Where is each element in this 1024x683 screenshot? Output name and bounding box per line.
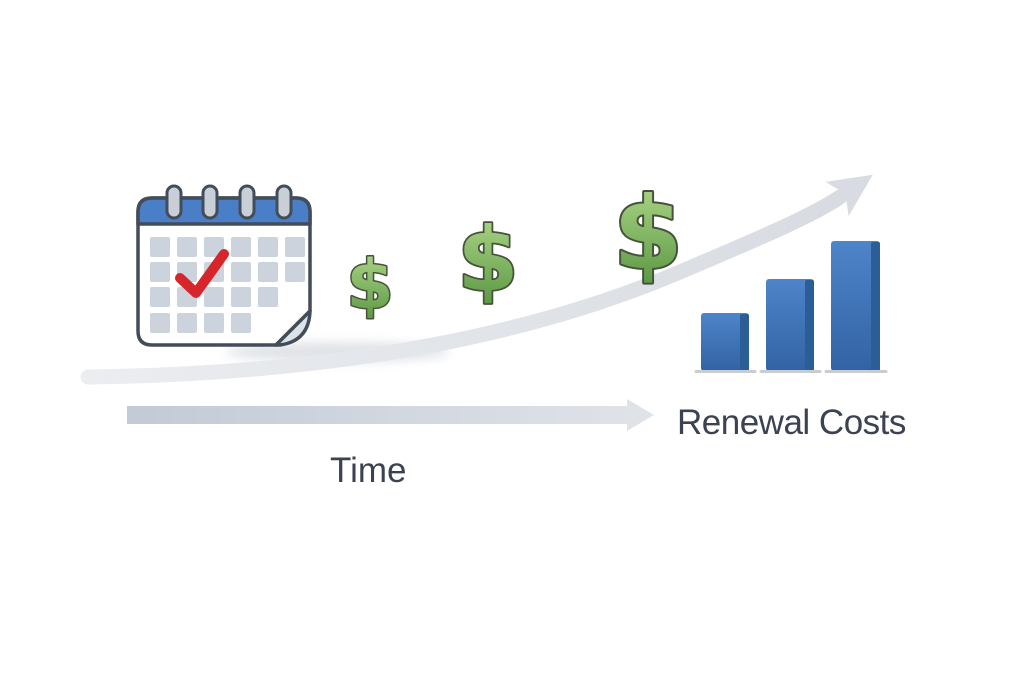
bar bbox=[766, 279, 814, 371]
bar bbox=[831, 241, 880, 371]
calendar-check-icon bbox=[136, 184, 312, 347]
bar-chart-icon bbox=[694, 241, 888, 373]
dollar-sign-medium-icon: $ bbox=[457, 208, 518, 311]
calendar-grid bbox=[150, 237, 305, 333]
dollar-sign-large-icon: $ bbox=[613, 175, 683, 292]
calendar-rings bbox=[165, 184, 293, 220]
bar bbox=[701, 313, 749, 371]
calendar-fold-corner bbox=[274, 309, 312, 347]
renewal-costs-label: Renewal Costs bbox=[677, 403, 906, 442]
growth-curve-arrow-icon bbox=[80, 174, 873, 385]
dollar-sign-small-icon: $ bbox=[346, 246, 393, 325]
time-axis-label: Time bbox=[330, 451, 407, 490]
check-mark-icon bbox=[175, 249, 229, 298]
time-axis-arrow-icon bbox=[127, 399, 654, 431]
